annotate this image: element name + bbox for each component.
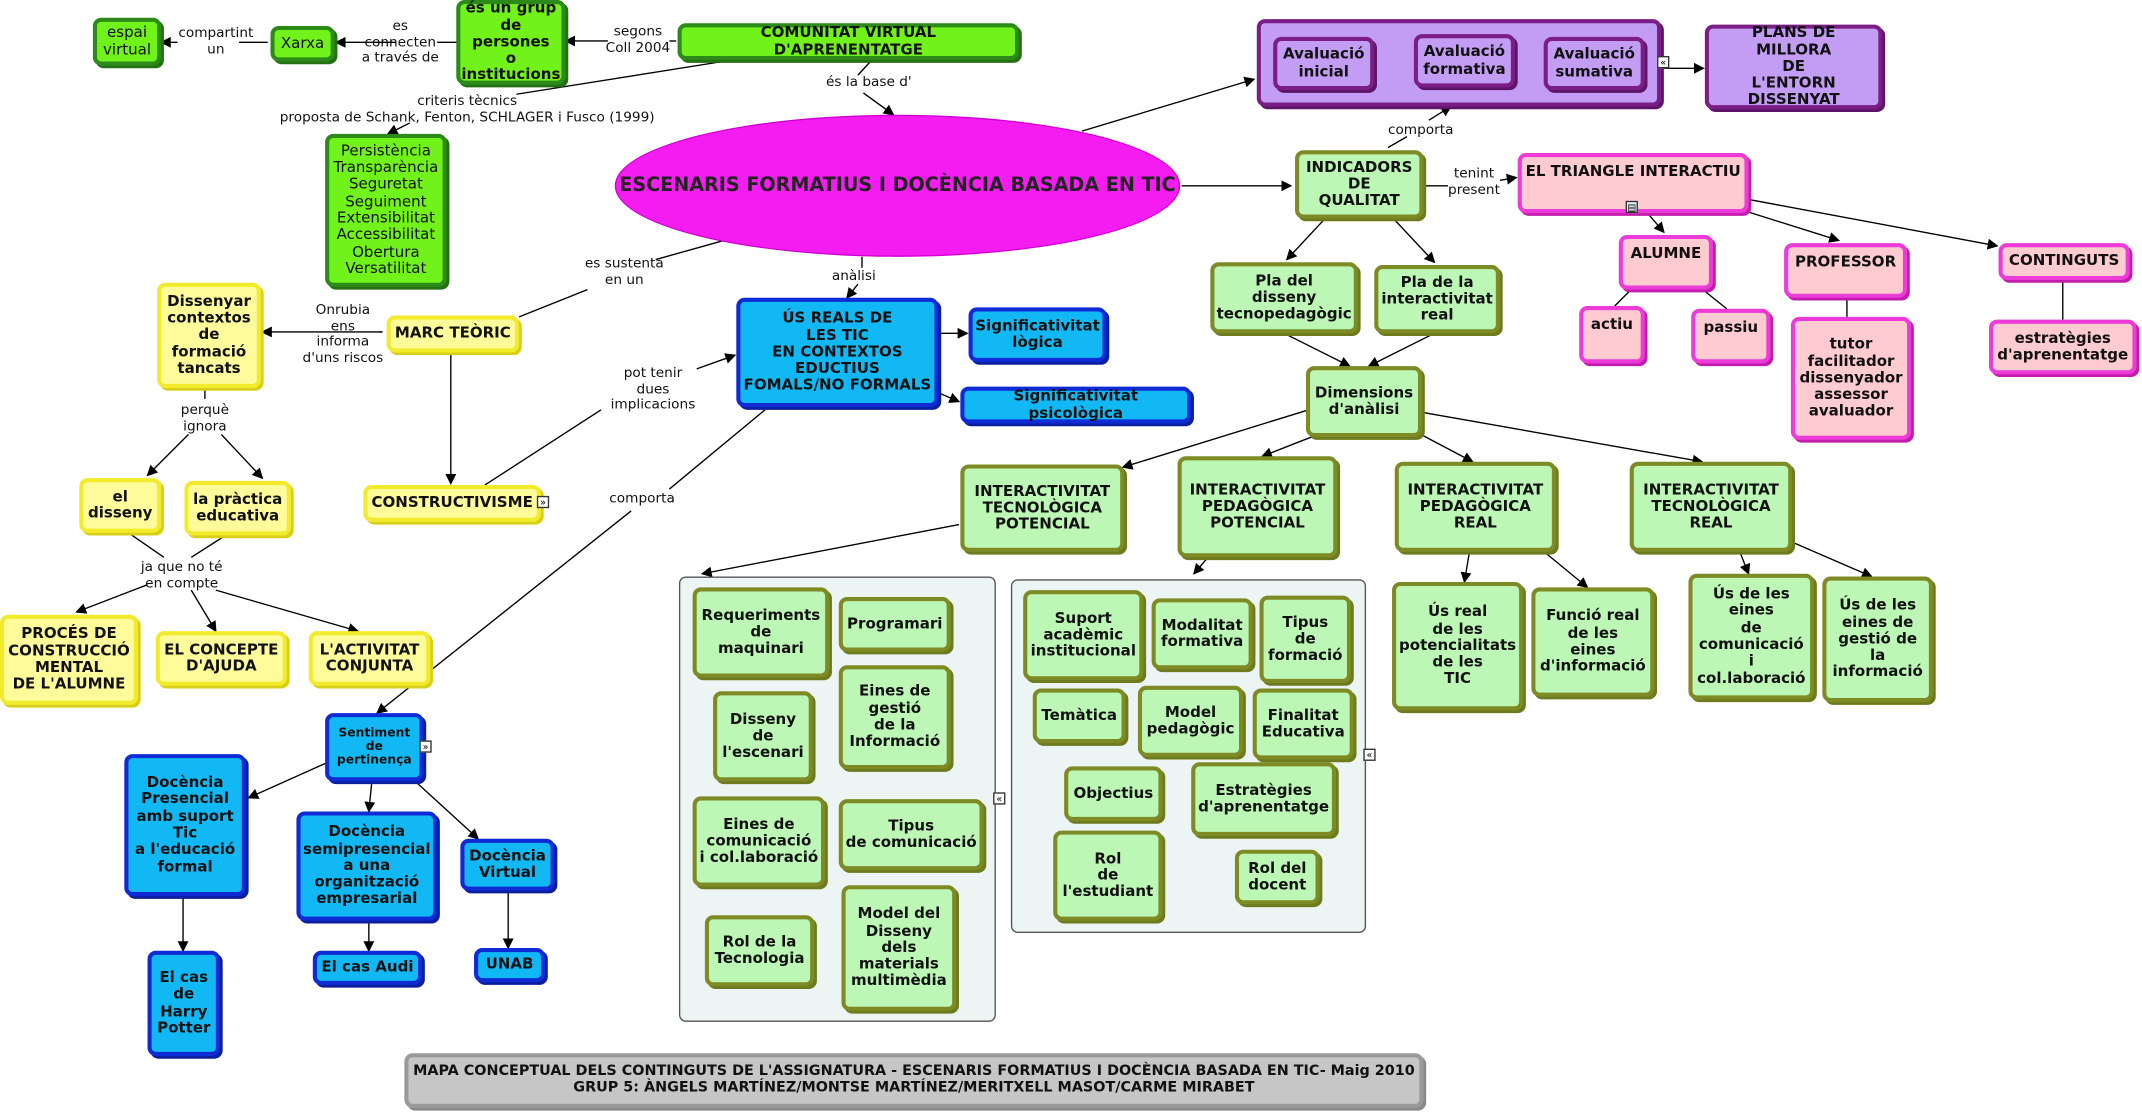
- node-criteris[interactable]: Persistència Transparència Seguretat Seg…: [325, 133, 447, 287]
- note-icon[interactable]: ▤: [1625, 200, 1638, 214]
- node-practica-educativa[interactable]: la pràctica educativa: [184, 480, 291, 536]
- node-eines-gestio[interactable]: Eines de gestió de la Informació: [838, 665, 951, 770]
- node-docencia-virtual[interactable]: Docència Virtual: [460, 838, 555, 891]
- expand-icon[interactable]: »: [536, 495, 550, 509]
- label-comporta-right: comporta: [1387, 122, 1454, 138]
- node-requeriments[interactable]: Requeriments de maquinari: [692, 587, 830, 678]
- node-model-pedagogic[interactable]: Model pedagògic: [1137, 685, 1244, 757]
- node-docencia-presencial[interactable]: Docència Presencial amb suport Tic a l'e…: [124, 754, 246, 897]
- node-disseny-escenari[interactable]: Disseny de l'escenari: [713, 691, 813, 782]
- node-eines-comunicacio[interactable]: Eines de comunicació i col.laboració: [692, 796, 826, 887]
- node-activitat-conjunta[interactable]: L'ACTIVITAT CONJUNTA: [308, 631, 431, 686]
- node-tipus-comunicacio[interactable]: Tipus de comunicació: [838, 799, 984, 871]
- collapse-icon[interactable]: «: [993, 792, 1006, 805]
- node-tematica[interactable]: Temàtica: [1032, 688, 1126, 744]
- node-cas-harry-potter[interactable]: El cas de Harry Potter: [147, 950, 220, 1056]
- node-interactivitat-pedagogica-potencial[interactable]: INTERACTIVITAT PEDAGÒGICA POTENCIAL: [1177, 456, 1338, 558]
- expand-icon[interactable]: »: [419, 740, 432, 753]
- node-significativitat-logica[interactable]: Significativitat lògica: [968, 307, 1107, 363]
- node-pla-disseny[interactable]: Pla del disseny tecnopedagògic: [1210, 262, 1358, 334]
- label-sustenta: es sustenta en un: [584, 256, 664, 288]
- node-xarxa[interactable]: Xarxa: [270, 25, 335, 62]
- node-interactivitat-tecnologica-real[interactable]: INTERACTIVITAT TECNOLÒGICA REAL: [1629, 461, 1793, 552]
- node-interactivitat-pedagogica-real[interactable]: INTERACTIVITAT PEDAGÒGICA REAL: [1394, 461, 1556, 552]
- node-unab[interactable]: UNAB: [474, 948, 546, 983]
- node-alumne[interactable]: ALUMNE: [1618, 234, 1714, 290]
- node-tutor[interactable]: tutor facilitador dissenyador assessor a…: [1790, 316, 1912, 440]
- label-onrubia: Onrubia ens informa d'uns riscos: [302, 303, 384, 366]
- node-comunitat-virtual[interactable]: COMUNITAT VIRTUAL D'APRENENTATGE: [677, 23, 1020, 61]
- node-docencia-semipresencial[interactable]: Docència semipresencial a una organitzac…: [296, 811, 438, 921]
- node-professor[interactable]: PROFESSOR: [1784, 243, 1908, 298]
- node-constructivisme[interactable]: CONSTRUCTIVISME: [363, 484, 541, 522]
- node-suport-academic[interactable]: Suport acadèmic institucional: [1023, 590, 1144, 681]
- node-pla-interactivitat[interactable]: Pla de la interactivitat real: [1374, 265, 1500, 334]
- node-us-real-potencialitats[interactable]: Ús real de les potencialitats de les TIC: [1392, 581, 1524, 711]
- node-model-disseny-materials[interactable]: Model del Disseny dels materials multimè…: [841, 885, 957, 1011]
- node-plans-millora[interactable]: PLANS DE MILLORA DE L'ENTORN DISSENYAT: [1704, 24, 1883, 110]
- node-modalitat-formativa[interactable]: Modalitat formativa: [1151, 598, 1253, 670]
- node-rol-tecnologia[interactable]: Rol de la Tecnologia: [704, 915, 815, 987]
- node-proces-construccio[interactable]: PROCÉS DE CONSTRUCCIÓ MENTAL DE L'ALUMNE: [0, 614, 138, 705]
- node-dissenyar-contextos[interactable]: Dissenyar contextos de formació tancats: [157, 282, 261, 388]
- node-cas-audi[interactable]: El cas Audi: [312, 950, 423, 985]
- map-footer-title: MAPA CONCEPTUAL DELS CONTINGUTS DE L'ASS…: [404, 1053, 1424, 1108]
- node-rol-estudiant[interactable]: Rol de l'estudiant: [1053, 830, 1163, 921]
- node-tipus-formacio[interactable]: Tipus de formació: [1259, 595, 1352, 684]
- node-avaluacio-formativa[interactable]: Avaluació formativa: [1413, 34, 1515, 88]
- label-ja-que: ja que no té en compte: [140, 560, 223, 591]
- label-dues: pot tenir dues implicacions: [610, 366, 696, 413]
- label-base: és la base d': [825, 75, 912, 91]
- node-programari[interactable]: Programari: [838, 596, 951, 652]
- node-avaluacio-sumativa[interactable]: Avaluació sumativa: [1543, 36, 1645, 91]
- node-concepte-ajuda[interactable]: EL CONCEPTE D'AJUDA: [155, 631, 287, 686]
- label-segons: segons Coll 2004: [605, 24, 671, 56]
- node-passiu[interactable]: passiu: [1691, 308, 1771, 364]
- node-us-eines-comunicacio[interactable]: Ús de les eines de comunicació i col.lab…: [1688, 573, 1815, 700]
- label-criteris: criteris tècnics proposta de Schank, Fen…: [279, 94, 655, 125]
- node-actiu[interactable]: actiu: [1579, 305, 1645, 364]
- label-compartint: compartint un: [178, 25, 254, 57]
- node-indicadors-qualitat[interactable]: INDICADORS DE QUALITAT: [1295, 150, 1424, 219]
- node-us-eines-gestio[interactable]: Ús de les eines de gestió de la informac…: [1822, 576, 1933, 703]
- node-espai-virtual[interactable]: espai virtual: [92, 17, 162, 66]
- central-concept[interactable]: ESCENARIS FORMATIUS I DOCÈNCIA BASADA EN…: [614, 114, 1181, 257]
- collapse-icon[interactable]: «: [1657, 56, 1670, 69]
- label-analisi: anàlisi: [831, 269, 876, 285]
- node-objectius[interactable]: Objectius: [1064, 766, 1163, 822]
- label-tenint: tenint present: [1448, 166, 1500, 198]
- node-avaluacio-inicial[interactable]: Avaluació inicial: [1273, 36, 1375, 91]
- node-usos-reals[interactable]: ÚS REALS DE LES TIC EN CONTEXTOS EDUCTIU…: [736, 297, 939, 408]
- label-es-connecten: es connecten a través de: [361, 19, 439, 66]
- node-estrategies-triangle[interactable]: estratègies d'aprenentatge: [1988, 319, 2137, 375]
- node-el-disseny[interactable]: el disseny: [79, 478, 162, 533]
- node-finalitat-educativa[interactable]: Finalitat Educativa: [1252, 688, 1354, 760]
- node-marc-teoric[interactable]: MARC TEÒRIC: [386, 315, 520, 353]
- collapse-icon[interactable]: «: [1363, 748, 1376, 761]
- node-sentiment-pertinenca[interactable]: Sentiment de pertinença: [325, 713, 424, 782]
- label-comporta-left: comporta: [609, 491, 675, 507]
- node-funcio-real[interactable]: Funció real de les eines d'informació: [1531, 587, 1655, 697]
- node-rol-docent[interactable]: Rol del docent: [1234, 849, 1320, 905]
- node-dimensions-analisi[interactable]: Dimensions d'anàlisi: [1305, 366, 1423, 438]
- node-interactivitat-tecnologica-potencial[interactable]: INTERACTIVITAT TECNOLÒGICA POTENCIAL: [960, 464, 1125, 552]
- node-continguts[interactable]: CONTINGUTS: [1998, 243, 2130, 281]
- node-estrategies-aprenentatge[interactable]: Estratègies d'aprenentatge: [1191, 762, 1337, 837]
- label-perque: perquè ignora: [180, 402, 230, 434]
- node-grup-persones[interactable]: és un grup de persones o institucions: [456, 0, 566, 85]
- node-significativitat-psicologica[interactable]: Significativitat psicològica: [960, 386, 1192, 424]
